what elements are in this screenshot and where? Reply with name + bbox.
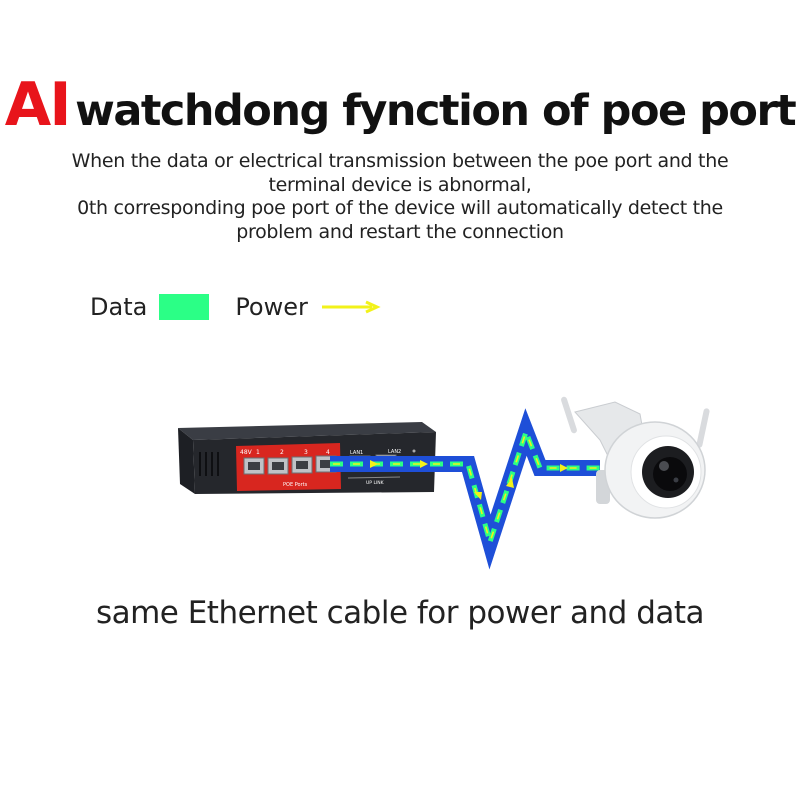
description-line: terminal device is abnormal, — [268, 173, 532, 196]
switch-side — [178, 428, 195, 494]
port-label-3: 3 — [304, 449, 308, 456]
port-label-48v: 48V — [240, 449, 253, 456]
description-line: 0th corresponding poe port of the device… — [77, 197, 723, 219]
title-text: watchdong fynction of poe port — [75, 86, 797, 136]
legend-data-label: Data — [90, 293, 148, 321]
lan2-label: LAN2 — [388, 449, 401, 455]
power-flow-line — [330, 429, 600, 545]
page-title: AI watchdong fynction of poe port — [0, 70, 800, 140]
caption: same Ethernet cable for power and data — [95, 595, 705, 631]
port-label-2: 2 — [280, 449, 284, 456]
camera-lens — [653, 457, 687, 491]
antenna-right — [696, 408, 710, 448]
port-label-1: 1 — [256, 449, 260, 456]
uplink-label: UP LINK — [366, 480, 385, 486]
description-line: problem and restart the connection — [236, 220, 564, 243]
poe-ports-label: POE Ports — [283, 482, 308, 488]
antenna-left — [561, 396, 577, 434]
poe-diagram: 48V 1 2 3 4 POE Ports LAN1 LAN2 UP LINK — [178, 396, 710, 570]
legend: Data Power — [90, 290, 382, 324]
ethernet-cable — [330, 408, 600, 570]
port-label-4: 4 — [326, 449, 330, 456]
legend-power-label: Power — [235, 293, 308, 321]
ip-camera — [561, 396, 710, 519]
lan1-label: LAN1 — [350, 450, 363, 456]
power-arrow-icon — [321, 300, 381, 314]
switch-top — [178, 422, 436, 440]
legend-data-swatch — [159, 294, 210, 320]
title-accent: AI — [4, 70, 72, 140]
description-line: When the data or electrical transmission… — [71, 150, 729, 172]
description: When the data or electrical transmission… — [40, 150, 760, 244]
power-arrowheads — [370, 460, 568, 500]
